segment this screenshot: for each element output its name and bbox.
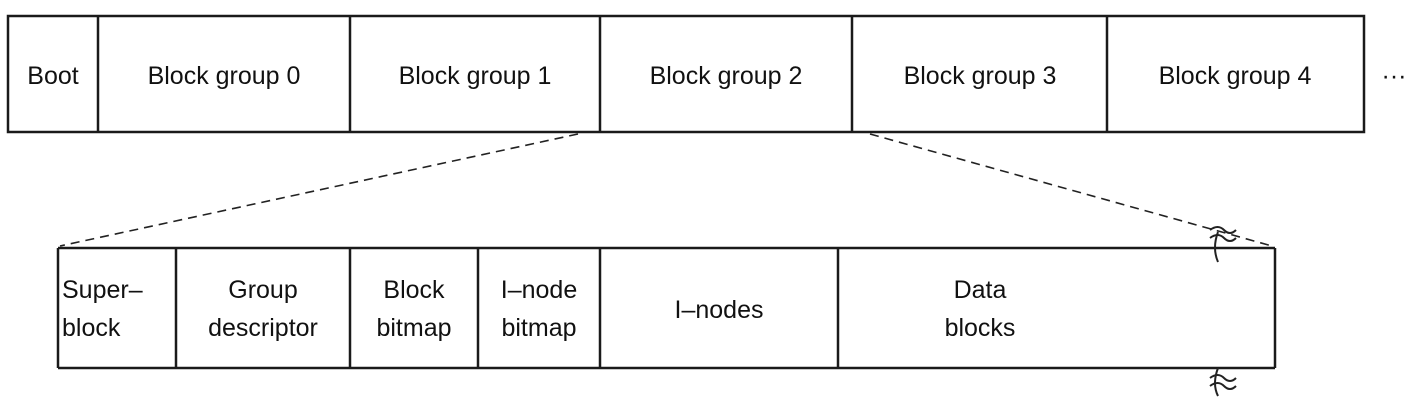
block-bitmap-label-line1: Block (383, 276, 445, 304)
inode-bitmap-label-line2: bitmap (501, 314, 576, 342)
expansion-line-left (59, 133, 579, 247)
group-descriptor-label-line1: Group (228, 276, 297, 304)
expansion-line-right (869, 133, 1273, 247)
inode-bitmap-label-line1: I–node (501, 276, 577, 304)
superblock-label-line1: Super– (62, 276, 143, 304)
continuation-ellipsis: ··· (1382, 62, 1407, 90)
data-blocks-label-line1: Data (954, 276, 1007, 304)
break-mark-icon (1209, 226, 1237, 263)
break-mark-icon (1209, 367, 1237, 397)
block-group-1-cell: Block group 1 (399, 62, 552, 90)
group-descriptor-label-line2: descriptor (208, 314, 318, 342)
data-blocks-label-line2: blocks (945, 314, 1016, 342)
inodes-label: I–nodes (675, 296, 764, 324)
disk-layout-row (6, 14, 1366, 134)
boot-cell: Boot (27, 62, 78, 90)
block-group-3-cell: Block group 3 (904, 62, 1057, 90)
block-group-4-cell: Block group 4 (1159, 62, 1312, 90)
block-group-2-cell: Block group 2 (650, 62, 803, 90)
block-group-0-cell: Block group 0 (148, 62, 301, 90)
block-bitmap-label-line2: bitmap (376, 314, 451, 342)
superblock-label-line2: block (62, 314, 121, 342)
